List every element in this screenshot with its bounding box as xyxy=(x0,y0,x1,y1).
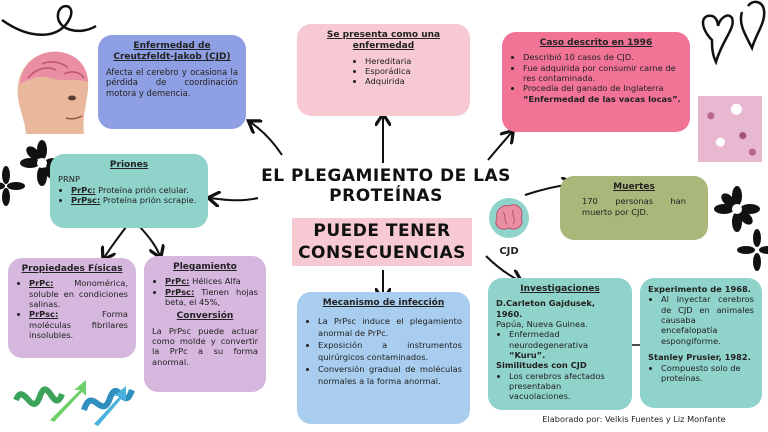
experiment-box: Experimento de 1968. Al inyectar cerebro… xyxy=(640,278,762,408)
case-title: Caso descrito en 1996 xyxy=(539,38,653,48)
prions-item: PrPc: Proteína prión celular. xyxy=(71,185,200,195)
properties-item: PrPc: Monomérica, soluble en condiciones… xyxy=(29,278,128,309)
research-title: Investigaciones xyxy=(520,284,600,294)
heart-icon-2 xyxy=(739,0,766,52)
case-1996-box: Caso descrito en 1996 Describió 10 casos… xyxy=(502,32,690,132)
case-item: Describió 10 casos de CJD. xyxy=(523,52,682,62)
tissue-micrograph-image xyxy=(698,96,762,162)
badge-label: CJD xyxy=(499,246,519,257)
presentation-item: Hereditaria xyxy=(365,56,462,66)
swirl-doodle-icon xyxy=(1,5,97,36)
research-box: Investigaciones D.Carleton Gajdusek, 196… xyxy=(488,278,632,410)
folding-title: Plegamiento xyxy=(173,262,237,272)
mechanism-item: La PrPsc induce el plegamiento anormal d… xyxy=(318,315,462,339)
flower-icon-4 xyxy=(737,229,768,271)
cjd-definition-box: Enfermedad de Creutzfeldt-Jakob (CJD) Af… xyxy=(98,35,246,129)
mechanism-item: Conversión gradual de moléculas normales… xyxy=(318,363,462,387)
prions-intro: PRNP xyxy=(58,174,80,185)
conversion-title: Conversión xyxy=(176,311,234,322)
experiment-item: Al inyectar cerebros de CJD en animales … xyxy=(661,294,754,346)
case-item: Procedía del ganado de Inglaterra“Enferm… xyxy=(523,83,682,104)
deaths-text: 170 personas han muerto por CJD. xyxy=(582,196,686,217)
protein-structure-image xyxy=(10,360,138,428)
flower-icon-3 xyxy=(714,186,760,232)
case-highlight: “Enfermedad de las vacas locas”. xyxy=(523,93,681,104)
experiment-title: Experimento de 1968. xyxy=(648,284,751,294)
heart-icon xyxy=(701,14,734,66)
case-item: Fue adquirida por consumir carne de res … xyxy=(523,63,682,84)
presentation-title: Se presenta como una enfermedad xyxy=(326,30,441,52)
researcher-name-2: Stanley Prusier, 1982. xyxy=(648,352,751,363)
prions-box: Priones PRNP PrPc: Proteína prión celula… xyxy=(50,154,208,228)
credits: Elaborado por: Velkis Fuentes y Liz Monf… xyxy=(542,414,726,424)
brain-badge: CJD xyxy=(485,196,533,260)
folding-box: Plegamiento PrPc: Hélices Alfa PrPsc: Ti… xyxy=(144,256,266,392)
prions-title: Priones xyxy=(109,160,149,170)
properties-item: PrPsc: Forma moléculas fibrilares insolu… xyxy=(29,309,128,340)
researcher-name: D.Carleton Gajdusek, 1960. xyxy=(496,298,596,319)
head-illustration xyxy=(6,34,94,134)
folding-item: PrPc: Hélices Alfa xyxy=(165,276,258,286)
presentation-item: Adquirida xyxy=(365,76,462,86)
mechanism-box: Mecanismo de infección La PrPsc induce e… xyxy=(297,292,470,424)
brain-icon xyxy=(489,198,529,238)
physical-properties-box: Propiedades Físicas PrPc: Monomérica, so… xyxy=(8,258,136,358)
conversion-text: La PrPsc puede actuar como molde y conve… xyxy=(152,325,258,367)
research-item: Los cerebros afectados presentaban vacuo… xyxy=(509,371,624,402)
deaths-title: Muertes xyxy=(613,182,655,192)
flower-icon-2 xyxy=(0,166,25,206)
experiment-item: Compuesto solo de proteínas. xyxy=(661,363,754,384)
mechanism-title: Mecanismo de infección xyxy=(322,298,445,308)
deaths-box: Muertes 170 personas han muerto por CJD. xyxy=(560,176,708,240)
cjd-text: Afecta el cerebro y ocasiona la pérdida … xyxy=(106,66,238,98)
folding-item: PrPsc: Tienen hojas beta, el 45%, xyxy=(165,287,258,308)
research-place: Papúa, Nueva Guinea. xyxy=(496,318,588,329)
central-subtitle: PUEDE TENER CONSECUENCIAS xyxy=(292,218,472,266)
presentation-box: Se presenta como una enfermedad Heredita… xyxy=(297,24,470,116)
research-subtitle: Similitudes con CJD xyxy=(496,360,587,371)
presentation-item: Esporádica xyxy=(365,66,462,76)
research-item: Enfermedad neurodegenerativa“Kuru”. xyxy=(509,329,624,360)
mechanism-item: Exposición a instrumentos quirúrgicos co… xyxy=(318,339,462,363)
cjd-title: Enfermedad de Creutzfeldt-Jakob (CJD) xyxy=(113,41,231,63)
properties-title: Propiedades Físicas xyxy=(21,264,123,274)
prions-item: PrPsc: Proteína prión scrapie. xyxy=(71,195,200,205)
central-title: EL PLEGAMIENTO DE LAS PROTEÍNAS xyxy=(261,166,511,206)
